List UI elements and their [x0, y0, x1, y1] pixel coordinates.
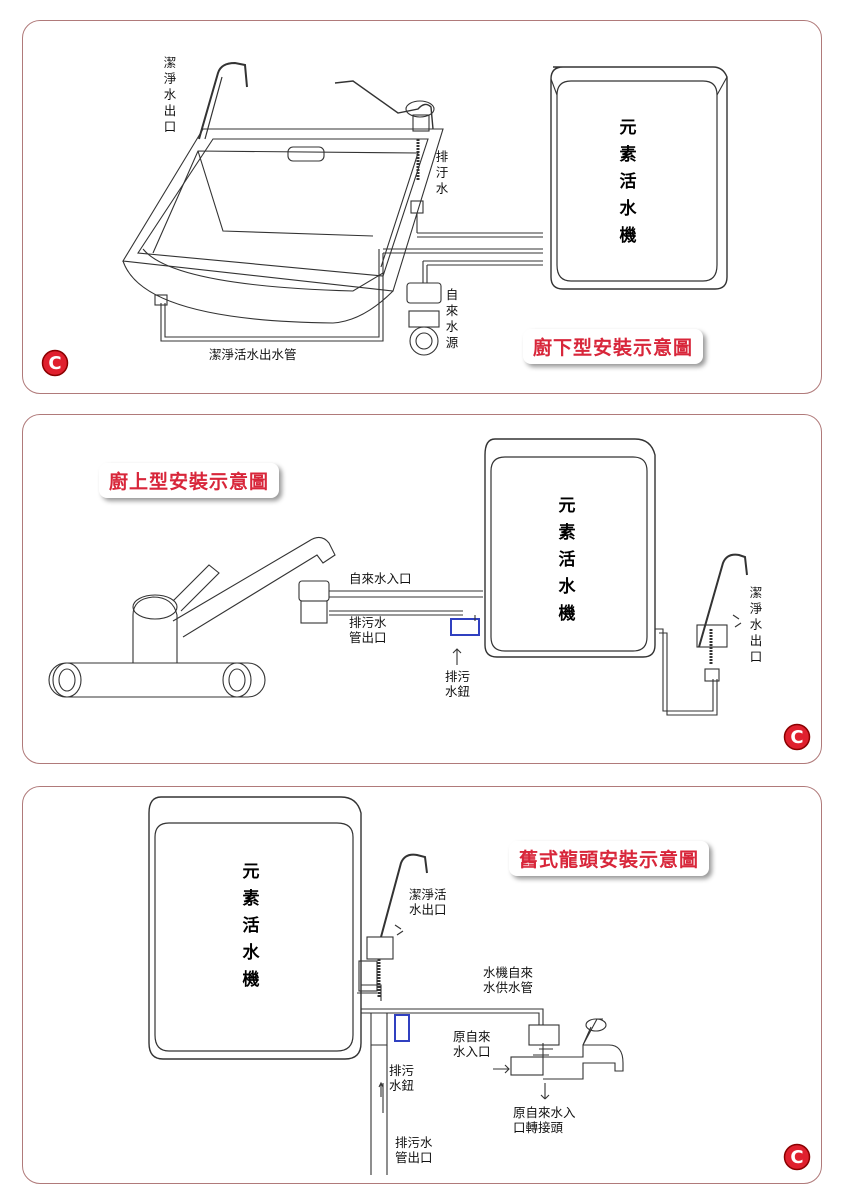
faucet-lever: [172, 564, 220, 612]
unit-box-outer: [148, 796, 362, 1060]
faucet-base: [48, 662, 266, 698]
tap-source-valve: [406, 282, 442, 304]
label-adapter: 原自來水入 口轉接頭: [513, 1105, 576, 1135]
under-sink-drawing: [122, 61, 728, 356]
panel-under-sink: 潔淨水出口 排汙水 自來水源 潔淨活水出水管 元素活水機 廚下型安裝示意圖 C: [22, 20, 822, 394]
clean-faucet: [198, 61, 248, 140]
drain-knob: [394, 1014, 410, 1042]
clean-faucet: [698, 553, 748, 648]
label-drain: 排汙水: [435, 149, 449, 196]
faucet-body: [132, 596, 178, 663]
unit-box-outer: [550, 66, 728, 290]
unit-box-outer: [484, 438, 656, 658]
sink-bowl: [142, 248, 384, 292]
label-orig-inlet: 原自來 水入口: [453, 1029, 491, 1059]
copyright-logo-icon: C: [783, 723, 811, 751]
inlet-pipe: [329, 590, 483, 598]
label-tap-inlet: 自來水入口: [349, 571, 412, 586]
label-drain-outlet: 排污水 管出口: [395, 1135, 433, 1165]
label-clean-outlet: 潔淨活 水出口: [409, 887, 447, 917]
title-old-faucet: 舊式龍頭安裝示意圖: [509, 841, 710, 876]
title-on-counter: 廚上型安裝示意圖: [99, 463, 280, 498]
label-drain-outlet: 排污水 管出口: [349, 615, 387, 645]
label-clean-outlet: 潔淨水出口: [749, 585, 763, 664]
sink-drain-grate: [287, 146, 325, 162]
old-faucet-drawing: [148, 796, 624, 1175]
old-faucet: [542, 1043, 624, 1080]
label-clean-outlet: 潔淨水出口: [163, 55, 177, 134]
unit-box-inner: [490, 456, 648, 652]
copyright-logo-icon: C: [783, 1143, 811, 1171]
panel-old-faucet: 舊式龍頭安裝示意圖 元素活水機 潔淨活 水出口 水機自來 水供水管 原自來 水入…: [22, 786, 822, 1184]
title-under-sink: 廚下型安裝示意圖: [523, 329, 704, 364]
svg-text:C: C: [790, 727, 803, 748]
label-drain-knob: 排污 水鈕: [389, 1063, 415, 1093]
clean-faucet: [380, 853, 428, 938]
svg-text:C: C: [790, 1147, 803, 1168]
sink-basin-bottom: [122, 260, 394, 324]
label-clean-pipe: 潔淨活水出水管: [209, 347, 297, 362]
unit-box-inner: [556, 80, 718, 282]
diverter-valve: [298, 580, 330, 602]
adapter: [528, 1024, 560, 1046]
label-supply-pipe: 水機自來 水供水管: [483, 965, 534, 995]
mixer-faucet: [334, 80, 434, 130]
svg-text:C: C: [48, 353, 61, 374]
faucet-spout: [172, 536, 336, 638]
panel-on-counter: 廚上型安裝示意圖 自來水入口 排污水 管出口 排污 水鈕 潔淨水出口 元素活水機…: [22, 414, 822, 764]
unit-box-inner: [154, 822, 354, 1052]
unit-name: 元素活水機: [619, 118, 637, 246]
drain-knob: [450, 618, 480, 636]
on-counter-drawing: [48, 438, 748, 716]
unit-name: 元素活水機: [558, 496, 576, 624]
copyright-logo-icon: C: [41, 349, 69, 377]
label-drain-knob: 排污 水鈕: [445, 669, 471, 699]
unit-name: 元素活水機: [242, 862, 260, 990]
label-tap-source: 自來水源: [445, 287, 459, 350]
